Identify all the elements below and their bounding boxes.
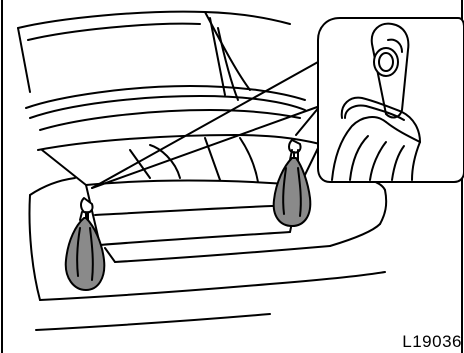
left-shopping-bag	[66, 212, 105, 290]
right-shopping-bag	[274, 150, 311, 226]
figure-code: L19036	[402, 332, 462, 352]
